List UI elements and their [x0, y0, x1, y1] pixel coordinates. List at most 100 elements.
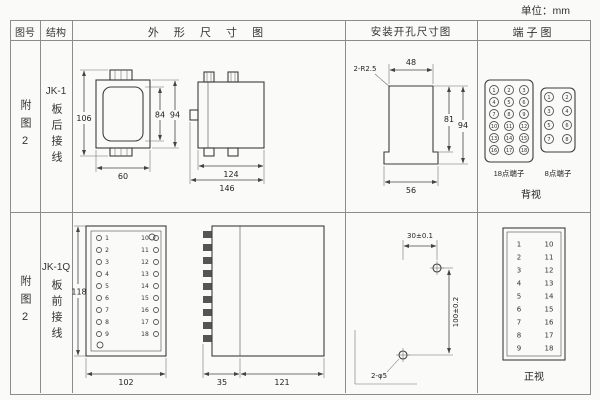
header-terminal: 端子图 — [512, 27, 555, 39]
dim-width-102: 102 — [85, 358, 167, 387]
terminal-label: 7 — [105, 307, 109, 314]
terminal-number: 4 — [565, 109, 568, 115]
dim-label-124: 124 — [223, 170, 238, 179]
terminal-pin — [96, 259, 102, 265]
terminal-circle — [504, 109, 514, 119]
dim-label-56: 56 — [406, 186, 416, 195]
dim-label-81: 81 — [444, 115, 454, 124]
terminal-studs — [203, 231, 212, 342]
terminal-circle — [519, 133, 529, 143]
terminal-pin — [153, 295, 159, 301]
terminal-number: 7 — [492, 112, 495, 118]
col-divider-2 — [72, 20, 73, 393]
terminal-circle — [519, 109, 529, 119]
terminal-box-outer — [502, 227, 566, 361]
row2-wiring: 板前接线 — [50, 279, 62, 343]
table-frame — [10, 20, 591, 395]
terminal-label: 13 — [545, 280, 554, 288]
terminal-pin — [96, 307, 102, 313]
row1-wiring: 板后接线 — [50, 102, 62, 167]
terminal-number: 18 — [521, 148, 527, 154]
header-fig-no: 图号 — [15, 28, 35, 39]
terminal-number: 8 — [507, 112, 510, 118]
terminal-stud — [203, 257, 212, 264]
terminal-label: 3 — [105, 259, 109, 266]
dim-top-width: 48 — [388, 58, 434, 84]
terminal-label: 1 — [517, 241, 521, 249]
terminal-pin — [153, 307, 159, 313]
terminal-label: 13 — [141, 271, 149, 278]
terminal-circle — [519, 121, 529, 131]
relay-front-view — [95, 69, 151, 157]
terminal-pin — [96, 283, 102, 289]
terminal-number: 1 — [492, 88, 495, 94]
terminal-label: 5 — [517, 293, 521, 301]
terminal-label: 18 — [545, 345, 554, 353]
terminal-circle — [504, 133, 514, 143]
dim-height-118: 118 — [72, 225, 87, 357]
terminal-label: 15 — [141, 295, 149, 302]
dim-depth-121: 121 — [240, 358, 325, 387]
terminal-label: 9 — [105, 331, 109, 338]
terminal-circle — [489, 85, 499, 95]
row1-mounting-drawing: 2-R2.5 48 81 94 56 — [354, 58, 469, 195]
terminal-label: 6 — [517, 306, 522, 314]
header-outline: 外 形 尺 寸 图 — [147, 27, 270, 39]
terminal-label: 10 — [141, 235, 149, 242]
terminal-circle — [504, 145, 514, 155]
row2-mounting-drawing: 30±0.1 100±0.2 2-φ5 — [354, 232, 460, 385]
dim-width-front: 60 — [95, 150, 151, 181]
terminal-number: 17 — [506, 148, 512, 154]
terminal-number: 3 — [522, 88, 525, 94]
terminal-pin — [96, 331, 102, 337]
radius-label: 2-R2.5 — [354, 65, 377, 73]
terminal-label: 6 — [105, 295, 109, 302]
terminal-label: 12 — [141, 259, 149, 266]
terminal-circle — [519, 85, 529, 95]
dim-hole-spacing-v: 100±0.2 — [407, 267, 460, 356]
panel-corner — [354, 330, 417, 385]
terminal-circle — [544, 120, 554, 130]
dim-label-106: 106 — [76, 114, 91, 123]
terminal-label: 1 — [105, 235, 109, 242]
col-divider-4 — [477, 20, 478, 393]
terminal-stud — [203, 296, 212, 303]
mount-hole-top — [148, 233, 156, 241]
dim-depth-35: 35 — [202, 344, 241, 387]
radius-annotation: 2-R2.5 — [354, 65, 391, 88]
terminal-block-18 — [484, 79, 534, 163]
terminal-number: 12 — [521, 124, 527, 130]
terminal-pin — [96, 235, 102, 241]
holes-annotation: 2-φ5 — [371, 358, 400, 380]
label-18-point: 18点端子 — [494, 168, 525, 178]
terminal-pin — [153, 259, 159, 265]
terminal-circle — [544, 134, 554, 144]
dim-height-inner: 84 — [145, 86, 165, 142]
terminal-number: 7 — [547, 137, 550, 143]
terminal-label: 3 — [517, 267, 521, 275]
terminal-label: 9 — [517, 345, 521, 353]
terminal-label: 8 — [105, 319, 109, 326]
terminal-pin — [153, 283, 159, 289]
terminal-label: 11 — [141, 247, 149, 254]
terminal-circle — [544, 92, 554, 102]
terminal-number: 11 — [506, 124, 512, 130]
terminal-number: 6 — [565, 123, 568, 129]
terminal-number: 1 — [547, 95, 550, 101]
terminal-stud — [203, 283, 212, 290]
terminal-number: 9 — [522, 112, 525, 118]
terminal-circle — [519, 97, 529, 107]
terminal-number: 8 — [565, 137, 568, 143]
mount-hole-bottom — [96, 341, 104, 349]
terminal-circle — [504, 121, 514, 131]
terminal-circle — [504, 85, 514, 95]
holes-label: 2-φ5 — [371, 372, 387, 380]
dim-label-94: 94 — [170, 111, 180, 120]
terminal-label: 17 — [141, 319, 149, 326]
